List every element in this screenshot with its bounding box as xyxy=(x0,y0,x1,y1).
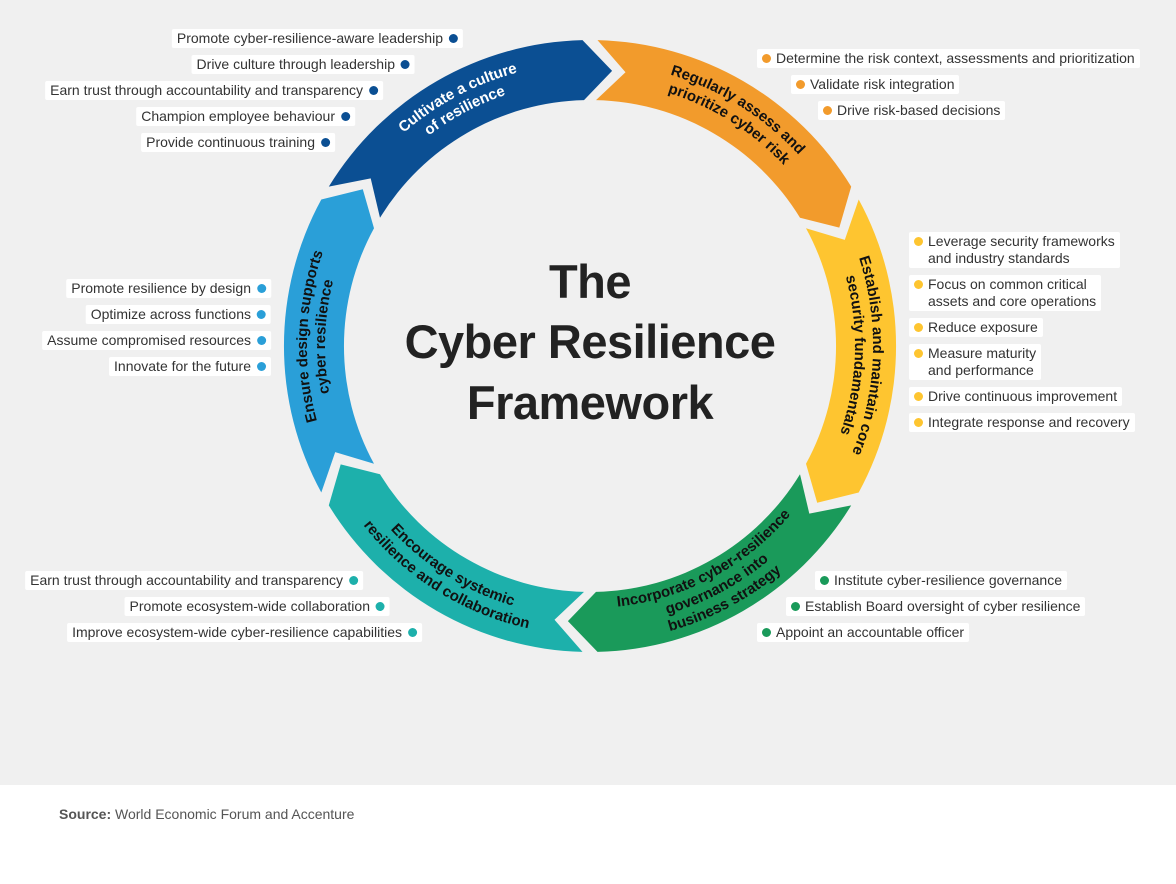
title-line-1: The xyxy=(548,255,632,308)
segment-assess-risk xyxy=(596,40,852,228)
bullet-dot-icon xyxy=(791,602,800,611)
title-line-3: Framework xyxy=(466,376,714,429)
item-label-security-fundamentals: Drive continuous improvement xyxy=(909,387,1123,406)
item-text: Establish Board oversight of cyber resil… xyxy=(805,598,1081,614)
bullet-dot-icon xyxy=(257,336,266,345)
item-text: Promote ecosystem-wide collaboration xyxy=(129,598,370,614)
item-label-systemic-resilience: Promote ecosystem-wide collaboration xyxy=(124,597,390,616)
item-text: Innovate for the future xyxy=(114,358,251,374)
item-text: Appoint an accountable officer xyxy=(776,624,965,640)
item-label-governance: Establish Board oversight of cyber resil… xyxy=(786,597,1086,616)
item-text: Measure maturity and performance xyxy=(928,345,1037,378)
item-text: Institute cyber-resilience governance xyxy=(834,572,1063,588)
item-label-security-fundamentals: Measure maturity and performance xyxy=(909,344,1042,380)
item-text: Drive culture through leadership xyxy=(196,56,395,72)
item-label-governance: Institute cyber-resilience governance xyxy=(815,571,1068,590)
item-label-design: Innovate for the future xyxy=(109,357,271,376)
source-text: World Economic Forum and Accenture xyxy=(115,806,355,822)
bullet-dot-icon xyxy=(408,628,417,637)
item-label-assess-risk: Validate risk integration xyxy=(791,75,960,94)
bullet-dot-icon xyxy=(914,418,923,427)
item-text: Focus on common critical assets and core… xyxy=(928,276,1097,309)
bullet-dot-icon xyxy=(796,80,805,89)
item-label-security-fundamentals: Focus on common critical assets and core… xyxy=(909,275,1102,311)
item-text: Drive risk-based decisions xyxy=(837,102,1001,118)
bullet-dot-icon xyxy=(762,628,771,637)
bullet-dot-icon xyxy=(914,323,923,332)
item-label-assess-risk: Drive risk-based decisions xyxy=(818,101,1006,120)
item-label-systemic-resilience: Earn trust through accountability and tr… xyxy=(25,571,363,590)
item-text: Determine the risk context, assessments … xyxy=(776,50,1135,66)
item-label-security-fundamentals: Leverage security frameworks and industr… xyxy=(909,232,1120,268)
item-text: Promote cyber-resilience-aware leadershi… xyxy=(176,30,443,46)
item-label-cultivate-culture: Provide continuous training xyxy=(141,133,335,152)
bullet-dot-icon xyxy=(349,576,358,585)
item-text: Optimize across functions xyxy=(90,306,251,322)
item-label-cultivate-culture: Drive culture through leadership xyxy=(191,55,415,74)
segment-systemic-resilience xyxy=(328,464,584,652)
item-text: Earn trust through accountability and tr… xyxy=(30,572,343,588)
item-label-cultivate-culture: Earn trust through accountability and tr… xyxy=(45,81,383,100)
bullet-dot-icon xyxy=(762,54,771,63)
item-text: Promote resilience by design xyxy=(71,280,251,296)
bullet-dot-icon xyxy=(321,138,330,147)
segment-design xyxy=(283,189,374,493)
item-label-design: Promote resilience by design xyxy=(66,279,271,298)
segment-governance xyxy=(567,474,852,652)
bullet-dot-icon xyxy=(823,106,832,115)
bullet-dot-icon xyxy=(449,34,458,43)
segment-cultivate-culture xyxy=(328,40,613,218)
segment-security-fundamentals xyxy=(806,199,897,503)
item-label-security-fundamentals: Integrate response and recovery xyxy=(909,413,1135,432)
item-text: Earn trust through accountability and tr… xyxy=(50,82,363,98)
bullet-dot-icon xyxy=(369,86,378,95)
item-text: Leverage security frameworks and industr… xyxy=(928,233,1115,266)
item-text: Integrate response and recovery xyxy=(928,414,1130,430)
item-label-security-fundamentals: Reduce exposure xyxy=(909,318,1043,337)
bullet-dot-icon xyxy=(376,602,385,611)
item-text: Drive continuous improvement xyxy=(928,388,1118,404)
bullet-dot-icon xyxy=(257,284,266,293)
item-label-cultivate-culture: Champion employee behaviour xyxy=(136,107,355,126)
bullet-dot-icon xyxy=(257,310,266,319)
item-label-assess-risk: Determine the risk context, assessments … xyxy=(757,49,1140,68)
item-label-governance: Appoint an accountable officer xyxy=(757,623,970,642)
title-line-2: Cyber Resilience xyxy=(404,315,776,368)
item-text: Improve ecosystem-wide cyber-resilience … xyxy=(72,624,402,640)
item-label-design: Assume compromised resources xyxy=(42,331,271,350)
bullet-dot-icon xyxy=(401,60,410,69)
item-label-cultivate-culture: Promote cyber-resilience-aware leadershi… xyxy=(171,29,463,48)
item-text: Assume compromised resources xyxy=(47,332,251,348)
item-text: Champion employee behaviour xyxy=(141,108,335,124)
bullet-dot-icon xyxy=(914,280,923,289)
bullet-dot-icon xyxy=(820,576,829,585)
bullet-dot-icon xyxy=(257,362,266,371)
source-label: Source: xyxy=(59,806,112,822)
item-text: Reduce exposure xyxy=(928,319,1038,335)
item-text: Validate risk integration xyxy=(810,76,955,92)
item-label-systemic-resilience: Improve ecosystem-wide cyber-resilience … xyxy=(67,623,422,642)
bullet-dot-icon xyxy=(914,349,923,358)
item-label-design: Optimize across functions xyxy=(85,305,271,324)
bullet-dot-icon xyxy=(914,237,923,246)
item-text: Provide continuous training xyxy=(146,134,315,150)
bullet-dot-icon xyxy=(341,112,350,121)
bullet-dot-icon xyxy=(914,392,923,401)
source-note: Source: World Economic Forum and Accentu… xyxy=(59,806,354,822)
